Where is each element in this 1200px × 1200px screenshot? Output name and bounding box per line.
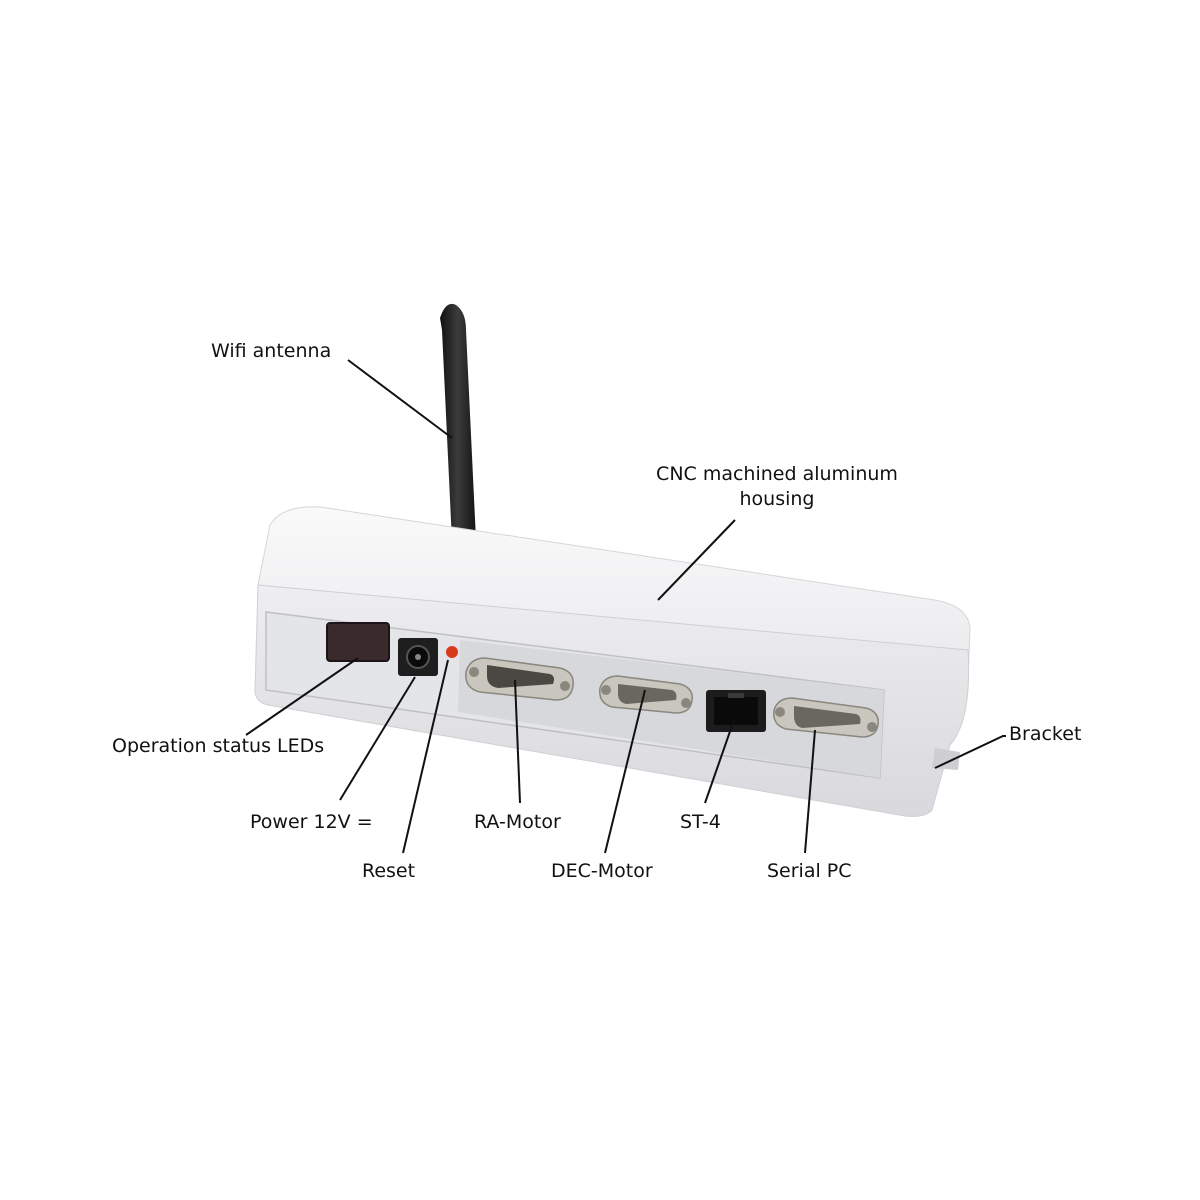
ra-motor-port (465, 657, 574, 701)
leader-bracket (934, 735, 1006, 769)
leader-wifi-antenna (347, 359, 453, 439)
label-reset: Reset (362, 860, 416, 882)
label-st4: ST-4 (680, 811, 721, 833)
label-housing-line2: housing (739, 487, 815, 510)
label-bracket: Bracket (1009, 723, 1082, 745)
label-operation-leds: Operation status LEDs (112, 735, 325, 757)
leader-operation-leds (245, 657, 359, 736)
label-power: Power 12V = (250, 811, 373, 833)
label-serial-pc: Serial PC (767, 860, 852, 882)
bracket (932, 748, 960, 770)
leader-housing (657, 519, 736, 601)
leader-dec-motor (604, 689, 646, 854)
reset-button (446, 646, 458, 658)
serial-pc-port (773, 697, 879, 738)
label-housing-line1: CNC machined aluminum (656, 463, 898, 485)
status-led-window (326, 622, 390, 662)
leader-reset (402, 659, 449, 854)
leader-ra-motor (514, 679, 521, 804)
label-dec-motor: DEC-Motor (551, 860, 653, 882)
leader-st4 (704, 719, 735, 804)
leader-power (339, 676, 416, 801)
label-wifi-antenna: Wifi antenna (211, 340, 332, 362)
label-housing: CNC machined aluminum housing (630, 462, 924, 511)
st4-port (706, 690, 766, 732)
label-ra-motor: RA-Motor (474, 811, 561, 833)
wifi-antenna (440, 303, 476, 542)
dec-motor-port (599, 675, 693, 714)
leader-serial-pc (804, 729, 816, 854)
